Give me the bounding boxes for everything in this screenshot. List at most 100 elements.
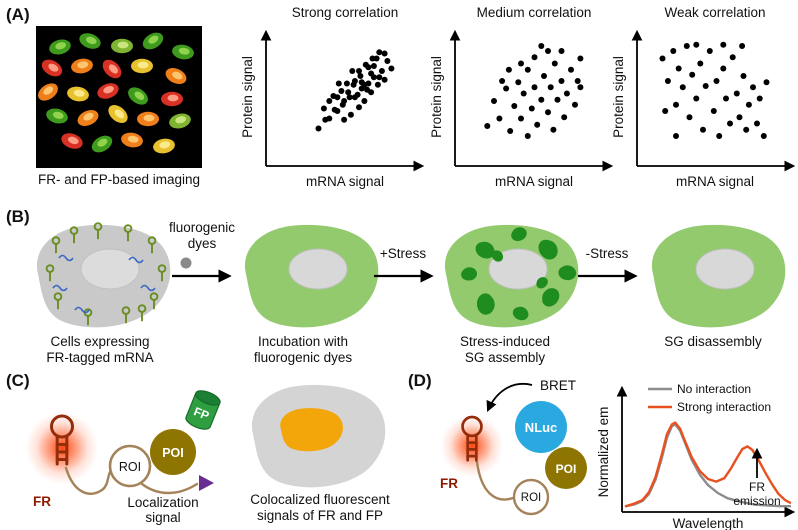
scatter-point bbox=[662, 108, 669, 114]
scatter-point bbox=[315, 125, 322, 132]
scatter-point bbox=[376, 49, 383, 56]
scatter-point bbox=[531, 54, 538, 61]
scatter-point bbox=[507, 128, 514, 134]
imaged-cell bbox=[137, 111, 159, 127]
imaged-cell bbox=[91, 135, 113, 153]
imaged-cell bbox=[153, 138, 175, 154]
scatter-point bbox=[370, 63, 377, 69]
step3-caption-line2: SG assembly bbox=[465, 350, 546, 365]
dye-arrow-label-line1: fluorogenic bbox=[169, 220, 235, 235]
scatter-point bbox=[350, 81, 357, 88]
localization-label-line1: Localization bbox=[127, 495, 198, 510]
imaged-cell bbox=[38, 83, 58, 101]
scatter-point bbox=[374, 81, 381, 88]
scatter-ylabel: Protein signal bbox=[240, 56, 255, 138]
imaged-cell bbox=[161, 91, 183, 107]
fp-cylinder: FP bbox=[185, 390, 221, 430]
step2-caption-line1: Incubation with bbox=[258, 334, 348, 349]
scatter-point bbox=[733, 90, 740, 97]
scatter-title: Strong correlation bbox=[292, 5, 399, 20]
imaged-cell bbox=[131, 58, 153, 74]
scatter-ylabel: Protein signal bbox=[429, 56, 444, 138]
scatter-point bbox=[320, 105, 327, 112]
scatter-title: Weak correlation bbox=[664, 5, 765, 20]
scatter-point bbox=[739, 43, 746, 49]
legend-no-interaction: No interaction bbox=[677, 382, 751, 396]
scatter-point bbox=[534, 121, 541, 128]
scatter-point bbox=[547, 84, 554, 91]
bret-label: BRET bbox=[540, 378, 576, 393]
scatter-point bbox=[723, 95, 729, 102]
step4-caption: SG disassembly bbox=[664, 334, 762, 349]
roi-label: ROI bbox=[119, 460, 141, 474]
scatter-point bbox=[505, 66, 512, 73]
scatter-point bbox=[331, 106, 338, 113]
step2-caption-line2: fluorogenic dyes bbox=[254, 350, 353, 365]
scatter-point bbox=[545, 48, 551, 54]
scatter-point bbox=[338, 88, 345, 94]
strong-interaction-curve bbox=[624, 421, 792, 508]
scatter-point bbox=[693, 41, 700, 48]
scatter-point bbox=[541, 73, 547, 79]
scatter-point bbox=[356, 68, 362, 74]
scatter-point bbox=[518, 115, 524, 122]
poi-label: POI bbox=[556, 462, 577, 476]
scatter-point bbox=[664, 78, 671, 84]
scatter-points bbox=[659, 41, 770, 139]
scatter-point bbox=[365, 64, 372, 71]
nluc-label: NLuc bbox=[525, 420, 558, 435]
scatter-point bbox=[673, 133, 679, 139]
scatter-point bbox=[702, 83, 709, 89]
imaged-cell bbox=[108, 105, 128, 123]
scatter-point bbox=[679, 84, 686, 91]
scatter-point bbox=[550, 126, 557, 133]
imaged-cell bbox=[172, 44, 194, 60]
panel-c-label: (C) bbox=[6, 371, 30, 390]
scatter-point bbox=[347, 111, 354, 118]
scatter-point bbox=[381, 76, 388, 83]
imaged-cell bbox=[97, 83, 119, 99]
emission-spectrum-chart: Normalized em Wavelength No interaction … bbox=[596, 382, 796, 530]
imaged-cell bbox=[49, 39, 71, 55]
imaged-cell bbox=[111, 38, 133, 54]
scatter-point bbox=[689, 71, 696, 78]
scatter-point bbox=[673, 101, 679, 108]
scatter-point bbox=[339, 101, 346, 108]
scatter-point bbox=[484, 123, 491, 129]
scatter-point bbox=[675, 65, 682, 72]
scatter-xlabel: mRNA signal bbox=[306, 174, 384, 189]
scatter-point bbox=[349, 68, 356, 74]
bret-transfer-arrow bbox=[486, 383, 533, 412]
imaged-cell bbox=[142, 32, 164, 50]
imaged-cell bbox=[77, 109, 99, 127]
nucleus bbox=[695, 248, 755, 290]
scatter-point bbox=[572, 101, 578, 108]
scatter-point bbox=[577, 84, 584, 91]
imaged-cell bbox=[67, 86, 89, 102]
step1-caption-line1: Cells expressing bbox=[50, 334, 149, 349]
scatter-point bbox=[710, 108, 717, 114]
panel-a: (A) FR- and FP-based imaging Strong corr… bbox=[6, 5, 796, 189]
panel-b-label: (B) bbox=[6, 207, 30, 226]
scatter-point bbox=[551, 60, 558, 67]
scatter-point bbox=[357, 73, 364, 79]
scatter-point bbox=[538, 43, 545, 49]
scatter-point bbox=[531, 84, 538, 91]
scatter-point bbox=[706, 48, 713, 54]
poi-circle bbox=[545, 447, 587, 489]
dye-arrow-label-line2: dyes bbox=[188, 236, 217, 251]
scatter-point bbox=[561, 114, 568, 121]
poi-circle bbox=[150, 429, 196, 475]
fr-emission-annotation-line1: FR bbox=[749, 480, 765, 494]
imaged-cell bbox=[128, 87, 148, 105]
scatter-point bbox=[511, 103, 518, 109]
scatter-point bbox=[720, 41, 727, 48]
scatter-point bbox=[381, 50, 388, 57]
scatter-point bbox=[345, 89, 352, 96]
scatter-point bbox=[334, 94, 341, 101]
scatter-point bbox=[754, 120, 760, 127]
nucleus bbox=[80, 248, 140, 290]
scatter-point bbox=[496, 115, 503, 122]
mrna-strand bbox=[140, 482, 199, 495]
scatter-plot-weak: Weak correlation Protein signal mRNA sig… bbox=[611, 5, 796, 189]
